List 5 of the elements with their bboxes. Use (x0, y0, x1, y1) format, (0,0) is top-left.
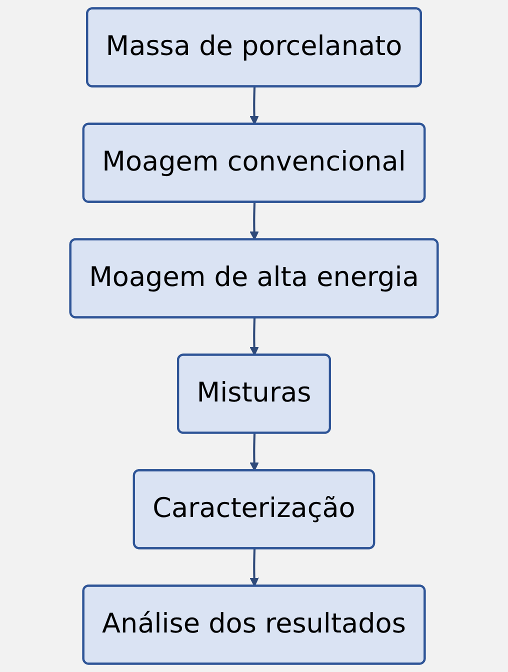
arrow (250, 548, 259, 587)
arrow (250, 202, 259, 240)
arrow (250, 86, 259, 125)
arrow (250, 318, 259, 356)
arrow (250, 433, 259, 472)
